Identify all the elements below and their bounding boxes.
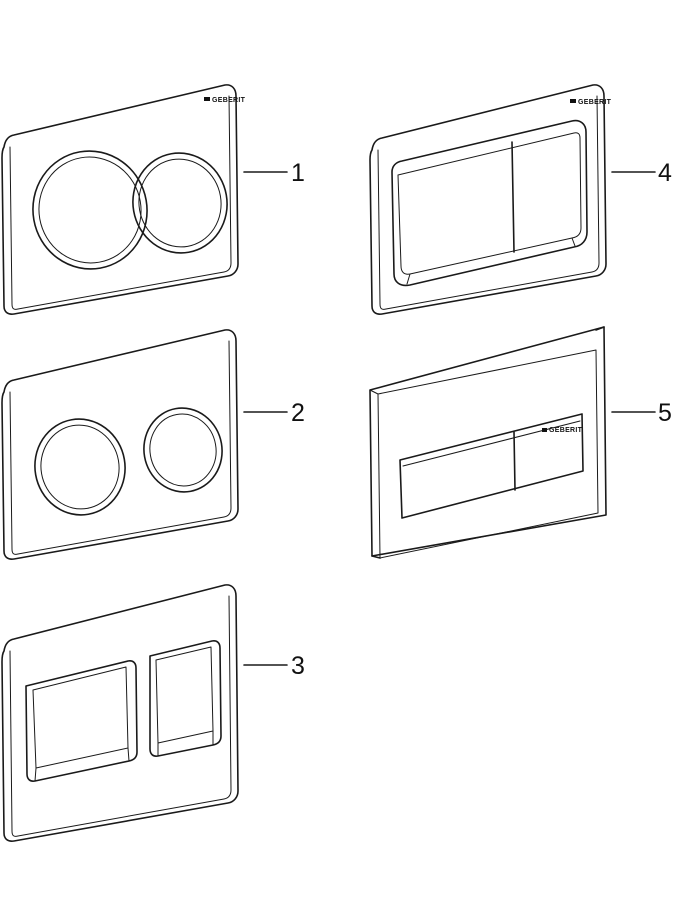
callout-1: 1	[243, 159, 305, 187]
geberit-logo-icon: GEBERIT	[542, 427, 583, 434]
callout-2: 2	[243, 399, 305, 427]
plate-1-dual-round-overlapping: GEBERIT	[1, 84, 246, 315]
svg-text:GEBERIT: GEBERIT	[212, 97, 246, 104]
callout-label: 1	[291, 159, 305, 187]
callout-4: 4	[611, 159, 672, 187]
geberit-logo-icon: GEBERIT	[204, 97, 246, 104]
callout-3: 3	[243, 652, 305, 680]
plate-5-flat-dual-rectangular: GEBERIT	[369, 326, 607, 559]
geberit-logo-icon: GEBERIT	[570, 99, 612, 106]
plate-3-dual-square	[1, 584, 239, 842]
callout-label: 3	[291, 652, 305, 680]
callout-label: 4	[658, 159, 672, 187]
callout-label: 2	[291, 399, 305, 427]
callout-label: 5	[658, 399, 672, 427]
plate-2-dual-round-separate	[1, 329, 239, 560]
plate-4-dual-rectangular: GEBERIT	[369, 84, 612, 315]
svg-text:GEBERIT: GEBERIT	[578, 99, 612, 106]
callout-5: 5	[611, 399, 672, 427]
svg-text:GEBERIT: GEBERIT	[549, 427, 583, 434]
